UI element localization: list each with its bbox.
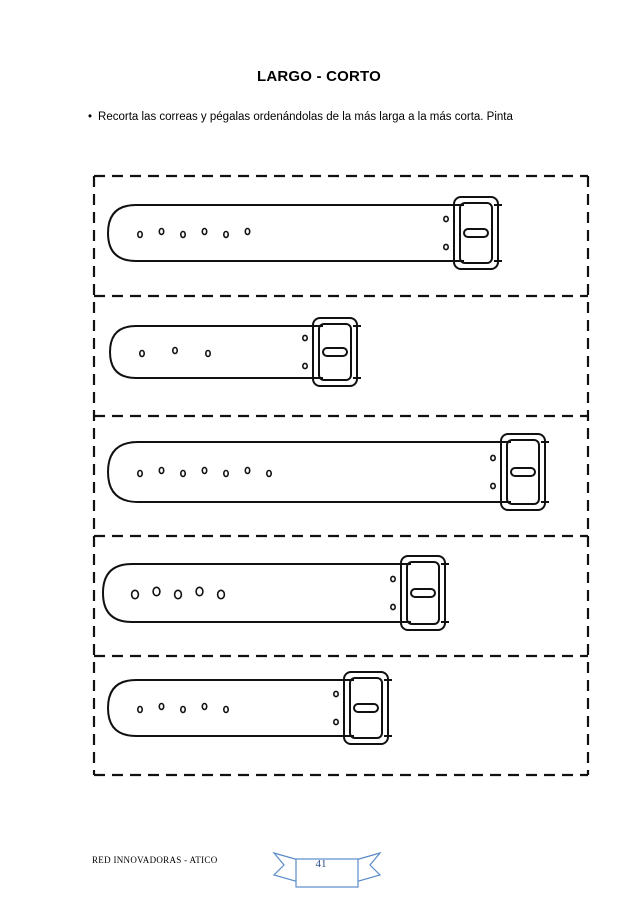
belt-strap: [108, 325, 323, 379]
buckle-prong: [353, 703, 379, 713]
footer-organization: RED INNOVADORAS - ATICO: [92, 855, 218, 865]
belt-hole: [223, 705, 230, 714]
belt-hole: [137, 469, 144, 478]
belt-hole: [180, 230, 187, 239]
belt-hole: [201, 227, 208, 236]
belt-hole: [244, 466, 251, 475]
belt-hole: [201, 702, 208, 711]
belt-icon: [106, 196, 502, 270]
keeper-hole: [389, 575, 396, 583]
belt-icon: [106, 433, 549, 511]
belt-hole: [130, 589, 140, 600]
belt-hole: [180, 705, 187, 714]
belt-hole: [205, 349, 212, 358]
belt-icon: [106, 671, 392, 745]
buckle-icon: [500, 433, 546, 511]
keeper-hole: [301, 334, 308, 342]
buckle-icon: [400, 555, 446, 631]
keeper-hole: [489, 454, 496, 462]
belt-hole: [195, 586, 204, 597]
belt-strap: [101, 563, 411, 623]
cut-lines: [92, 174, 590, 777]
belt-hole: [158, 702, 165, 711]
page-title: LARGO - CORTO: [257, 68, 381, 85]
belt-hole: [139, 349, 146, 358]
belt-hole: [137, 230, 144, 239]
belt-hole: [173, 589, 183, 600]
belts-group: [101, 196, 549, 745]
keeper-hole: [301, 362, 308, 370]
belt-hole: [158, 466, 165, 475]
belt-hole: [244, 227, 251, 236]
buckle-icon: [343, 671, 389, 745]
belt-hole: [201, 466, 208, 475]
buckle-inner: [318, 323, 352, 381]
keeper-hole: [332, 690, 339, 698]
keeper-hole: [442, 215, 449, 223]
bullet-icon: •: [88, 111, 93, 123]
belt-hole: [152, 586, 161, 597]
instruction-text: • Recorta las correas y pégalas ordenándo…: [88, 111, 513, 123]
belt-hole: [172, 346, 179, 355]
buckle-inner: [349, 677, 383, 739]
belt-icon: [101, 555, 449, 631]
buckle-prong: [410, 588, 436, 598]
page-number: 41: [315, 858, 327, 870]
belt-strap: [106, 679, 354, 737]
buckle-inner: [406, 561, 440, 625]
belt-hole: [223, 469, 230, 478]
buckle-icon: [312, 317, 358, 387]
buckle-prong: [322, 347, 348, 357]
belt-hole: [137, 705, 144, 714]
belt-hole: [216, 589, 226, 600]
instruction-label: Recorta las correas y pégalas ordenándol…: [98, 111, 513, 123]
belt-hole: [180, 469, 187, 478]
belt-strap: [106, 204, 464, 262]
page-number-badge: [272, 851, 382, 888]
belt-hole: [265, 469, 272, 478]
buckle-icon: [453, 196, 499, 270]
buckle-inner: [506, 439, 540, 505]
belt-icon: [108, 317, 361, 387]
buckle-prong: [510, 467, 536, 477]
keeper-hole: [389, 603, 396, 611]
ribbon-icon: [272, 851, 382, 888]
keeper-hole: [442, 243, 449, 251]
belt-hole: [223, 230, 230, 239]
buckle-prong: [463, 228, 489, 238]
buckle-inner: [459, 202, 493, 264]
keeper-hole: [489, 482, 496, 490]
belt-strap: [106, 441, 511, 503]
belt-hole: [158, 227, 165, 236]
keeper-hole: [332, 718, 339, 726]
